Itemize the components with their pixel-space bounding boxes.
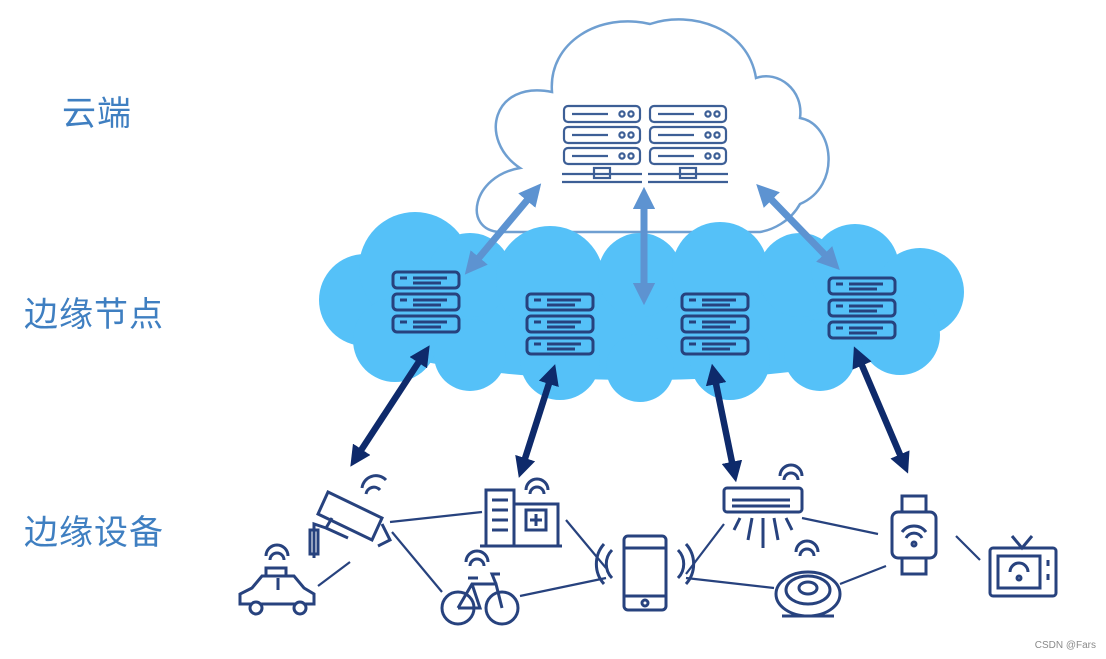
smartphone-icon	[594, 534, 696, 612]
surveillance-camera-icon	[308, 474, 393, 558]
central-cloud	[475, 18, 830, 234]
air-conditioner-icon	[722, 463, 804, 548]
robot-vacuum-icon	[774, 539, 842, 618]
watermark: CSDN @Fars	[1034, 640, 1096, 651]
tier-label-edge-node: 边缘节点	[24, 295, 164, 335]
smartwatch-icon	[890, 494, 938, 576]
cloud-link-arrow-3	[756, 183, 840, 271]
taxi-icon	[238, 543, 316, 616]
tv-icon	[988, 535, 1058, 598]
device-link-arrow-2	[515, 364, 559, 478]
tier-label-cloud: 云端	[62, 94, 132, 134]
cloud-link-arrow-1	[464, 183, 542, 275]
device-link-arrow-4	[852, 346, 910, 474]
bicycle-icon	[440, 549, 520, 626]
device-connections	[317, 510, 981, 598]
hospital-building-icon	[480, 477, 562, 548]
tier-label-edge-device: 边缘设备	[24, 513, 164, 553]
device-link-arrow-1	[350, 345, 430, 467]
device-link-arrow-3	[705, 363, 743, 483]
